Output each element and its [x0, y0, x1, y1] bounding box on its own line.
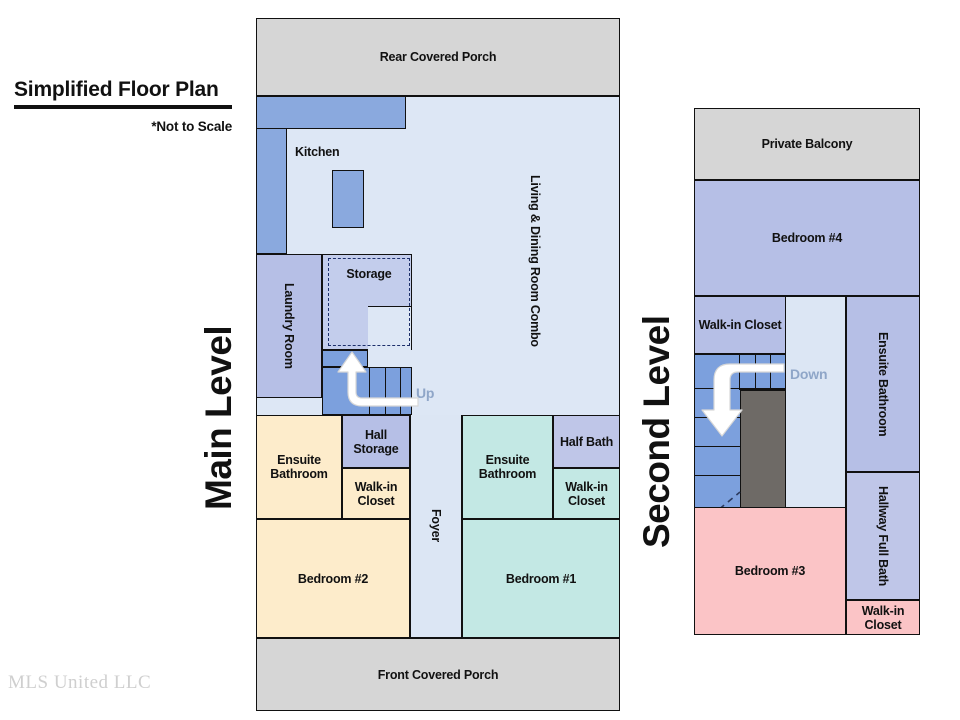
- stairs-down-arrow-icon: [701, 363, 785, 437]
- room-label: Ensuite Bathroom: [876, 331, 890, 437]
- room-label: Bedroom #4: [771, 231, 843, 245]
- room-label: Ensuite Bathroom: [270, 453, 328, 481]
- room-label: Half Bath: [559, 434, 614, 449]
- stairs-dashed-diagonal: [694, 491, 741, 531]
- stairs-down-label: Down: [790, 366, 828, 382]
- room-bedroom-1: Bedroom #1: [462, 519, 620, 638]
- room-label: Bedroom #2: [297, 571, 369, 586]
- kitchen-island: [332, 170, 364, 228]
- room-hall-storage: Hall Storage: [342, 415, 410, 468]
- kitchen-counter-horizontal: [256, 96, 406, 129]
- room-laundry-room: Laundry Room: [256, 254, 322, 398]
- room-label: Bedroom #3: [734, 564, 806, 578]
- title-divider: [14, 105, 232, 109]
- room-label: Walk-in Closet: [565, 479, 608, 508]
- room-ensuite-bathroom-upper: Ensuite Bathroom: [846, 296, 920, 472]
- room-hallway-full-bath: Hallway Full Bath: [846, 472, 920, 600]
- room-label: Bedroom #1: [505, 571, 577, 586]
- stairs-up-arrow-icon: [337, 351, 419, 407]
- room-label: Hall Storage: [353, 427, 399, 456]
- room-private-balcony: Private Balcony: [694, 108, 920, 180]
- room-half-bath: Half Bath: [553, 415, 620, 468]
- room-label: Rear Covered Porch: [379, 50, 497, 64]
- room-living-dining-room-combo: Living & Dining Room Combo: [522, 136, 548, 386]
- room-bedroom-3: Bedroom #3: [694, 507, 846, 635]
- room-label: Walk-in Closet: [861, 603, 905, 632]
- room-kitchen: Kitchen: [294, 140, 394, 164]
- room-label: Foyer: [429, 509, 443, 543]
- title-block: Simplified Floor Plan *Not to Scale: [14, 78, 232, 134]
- room-label: Walk-in Closet: [354, 479, 398, 508]
- page-subtitle: *Not to Scale: [151, 119, 232, 134]
- room-label: Private Balcony: [761, 137, 853, 151]
- watermark: MLS United LLC: [8, 672, 152, 693]
- second-level-floorplan: Private Balcony Bedroom #4 Walk-in Close…: [694, 108, 920, 635]
- room-storage: Storage: [328, 258, 410, 346]
- room-ensuite-bathroom-right: Ensuite Bathroom: [462, 415, 553, 519]
- room-label: Hallway Full Bath: [876, 485, 890, 587]
- storage-notch: [368, 306, 412, 350]
- main-level-label: Main Level: [198, 325, 239, 510]
- room-label: Walk-in Closet: [698, 318, 782, 332]
- room-bedroom-2: Bedroom #2: [256, 519, 410, 638]
- room-walk-in-closet-right: Walk-in Closet: [553, 468, 620, 519]
- second-level-label: Second Level: [636, 315, 677, 548]
- room-label: Kitchen: [295, 145, 340, 159]
- room-walk-in-closet-upper: Walk-in Closet: [694, 296, 786, 354]
- room-label: Front Covered Porch: [377, 667, 499, 682]
- main-level-floorplan: Rear Covered Porch Kitchen Living & Dini…: [256, 18, 620, 711]
- stairs-up-label: Up: [416, 385, 435, 401]
- room-bedroom-4: Bedroom #4: [694, 180, 920, 296]
- room-foyer: Foyer: [410, 415, 462, 638]
- room-walk-in-closet-left: Walk-in Closet: [342, 468, 410, 519]
- room-label: Living & Dining Room Combo: [528, 175, 542, 347]
- room-walk-in-closet-lower-label: Walk-in Closet: [846, 600, 920, 635]
- room-label: Laundry Room: [282, 283, 296, 369]
- page-title: Simplified Floor Plan: [14, 78, 219, 101]
- stair-core-block: [740, 390, 786, 526]
- room-front-covered-porch: Front Covered Porch: [256, 638, 620, 711]
- room-ensuite-bathroom-left: Ensuite Bathroom: [256, 415, 342, 519]
- room-label: Storage: [346, 267, 392, 281]
- room-label: Ensuite Bathroom: [478, 453, 537, 481]
- room-rear-covered-porch: Rear Covered Porch: [256, 18, 620, 96]
- stairs-landing-run: [322, 367, 412, 415]
